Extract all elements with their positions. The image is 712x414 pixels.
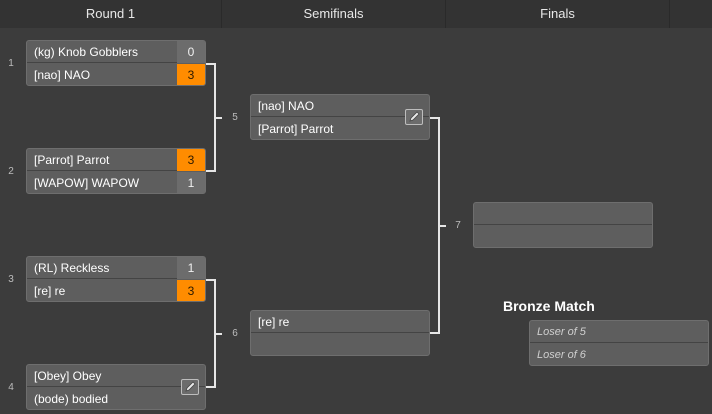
connector-line [206,279,216,281]
match-7[interactable] [473,202,653,248]
team-name: [re] re [258,315,290,329]
winner-score: 3 [177,280,205,301]
team-score: 1 [177,257,205,279]
edit-icon[interactable] [181,379,199,395]
bronze-bottom-slot[interactable]: Loser of 6 [530,344,708,365]
match-number-6: 6 [232,328,238,339]
connector-line [206,63,216,65]
team-name: [WAPOW] WAPOW [34,176,140,190]
match-4[interactable]: [Obey] Obey (bode) bodied [26,364,206,410]
match-6[interactable]: [re] re [250,310,430,356]
match-3[interactable]: (RL) Reckless 1 [re] re 3 [26,256,206,302]
match-number-5: 5 [232,112,238,123]
team-name: [nao] NAO [258,99,315,113]
match-1[interactable]: (kg) Knob Gobblers 0 [nao] NAO 3 [26,40,206,86]
team-score: 0 [177,41,205,63]
team-name: [Parrot] Parrot [258,122,334,136]
bronze-top-slot[interactable]: Loser of 5 [530,321,708,343]
connector-line [206,386,216,388]
match-4-bottom-slot[interactable]: (bode) bodied [27,388,205,409]
bronze-placeholder: Loser of 5 [537,326,586,338]
match-number-2: 2 [8,166,14,177]
team-name: (bode) bodied [34,392,109,406]
team-name: [nao] NAO [34,68,91,82]
round-1-header: Round 1 [0,0,222,28]
header-filler [670,0,712,28]
match-6-top-slot[interactable]: [re] re [251,311,429,333]
connector-line [214,117,222,119]
finals-header: Finals [446,0,670,28]
connector-line [430,117,440,119]
match-number-1: 1 [8,58,14,69]
match-7-top-slot[interactable] [474,203,652,225]
connector-line [214,333,222,335]
team-name: (kg) Knob Gobblers [34,45,139,59]
match-number-4: 4 [8,382,14,393]
bronze-match[interactable]: Loser of 5 Loser of 6 [529,320,709,366]
bronze-match-title: Bronze Match [503,298,595,314]
bronze-placeholder: Loser of 6 [537,349,586,361]
team-name: [re] re [34,284,66,298]
winner-score: 3 [177,64,205,85]
match-2-bottom-slot[interactable]: [WAPOW] WAPOW 1 [27,172,205,193]
match-number-3: 3 [8,274,14,285]
match-4-top-slot[interactable]: [Obey] Obey [27,365,205,387]
match-5-bottom-slot[interactable]: [Parrot] Parrot [251,118,429,139]
match-7-bottom-slot[interactable] [474,226,652,247]
match-3-top-slot[interactable]: (RL) Reckless 1 [27,257,205,279]
team-name: (RL) Reckless [34,261,110,275]
semifinals-header: Semifinals [222,0,446,28]
edit-icon[interactable] [405,109,423,125]
connector-line [430,332,440,334]
match-2[interactable]: [Parrot] Parrot 3 [WAPOW] WAPOW 1 [26,148,206,194]
match-5-top-slot[interactable]: [nao] NAO [251,95,429,117]
match-3-bottom-slot[interactable]: [re] re 3 [27,280,205,301]
team-name: [Parrot] Parrot [34,153,110,167]
bracket-header: Round 1 Semifinals Finals [0,0,712,28]
match-2-top-slot[interactable]: [Parrot] Parrot 3 [27,149,205,171]
match-6-bottom-slot[interactable] [251,334,429,355]
winner-score: 3 [177,149,205,171]
team-name: [Obey] Obey [34,369,102,383]
connector-line [438,225,446,227]
match-number-7: 7 [455,220,461,231]
connector-line [206,170,216,172]
match-5[interactable]: [nao] NAO [Parrot] Parrot [250,94,430,140]
match-1-top-slot[interactable]: (kg) Knob Gobblers 0 [27,41,205,63]
match-1-bottom-slot[interactable]: [nao] NAO 3 [27,64,205,85]
team-score: 1 [177,172,205,193]
